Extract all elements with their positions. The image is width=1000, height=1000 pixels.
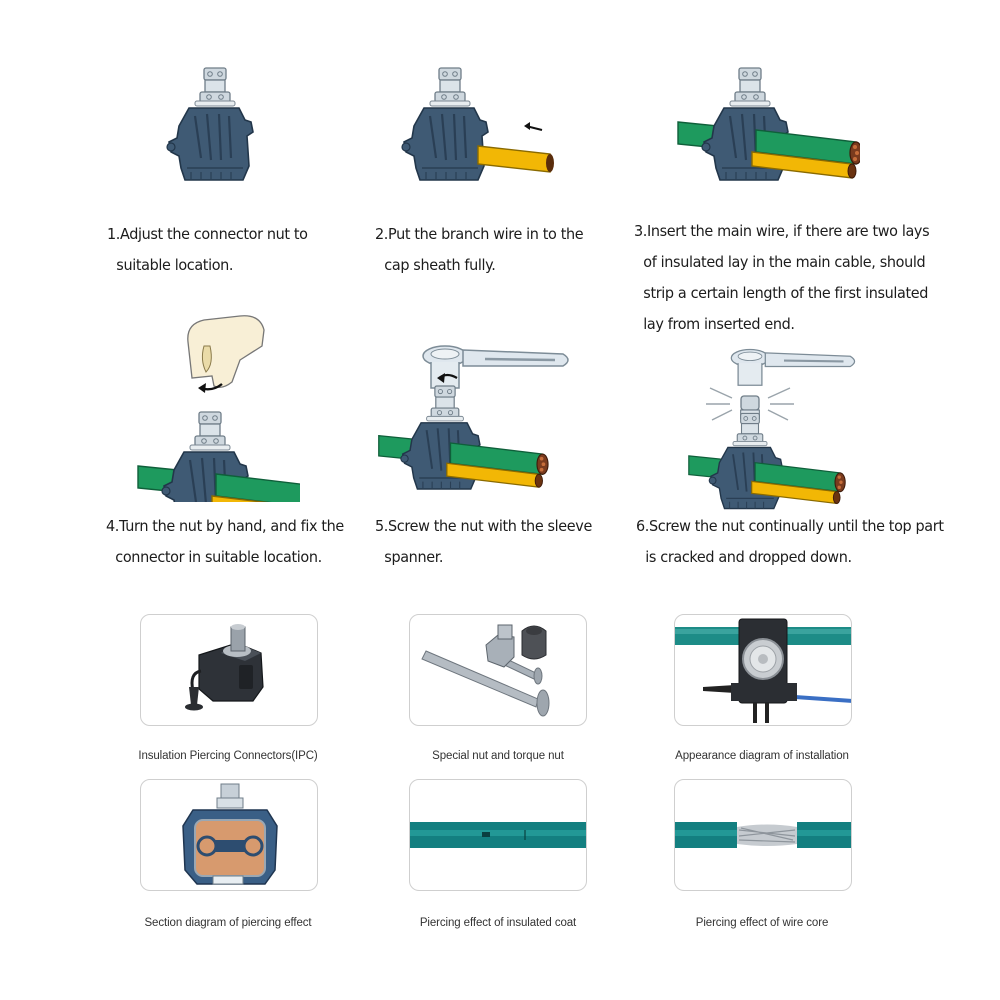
- ipc-photo-icon: [185, 624, 264, 711]
- nut-cracked-icon: [688, 348, 856, 510]
- step-5-text: 5.Screw the nut with the sleeve spanner.: [375, 511, 592, 573]
- step-2-line2: cap sheath fully.: [384, 256, 496, 274]
- torque-nut-photo-icon: [421, 624, 550, 717]
- step-2-text: 2.Put the branch wire in to the cap shea…: [375, 219, 584, 281]
- step-5-line1: 5.Screw the nut with the sleeve: [375, 517, 592, 535]
- section-diagram-icon: [182, 783, 278, 885]
- step-1-line1: 1.Adjust the connector nut to: [107, 225, 308, 243]
- insulated-coat-photo-icon: [410, 822, 586, 848]
- step-4-text: 4.Turn the nut by hand, and fix the conn…: [106, 511, 344, 573]
- sleeve-spanner-icon: [378, 344, 570, 491]
- gallery-caption-1: Insulation Piercing Connectors(IPC): [138, 750, 318, 762]
- step-4-line1: 4.Turn the nut by hand, and fix the: [106, 517, 344, 535]
- ipc-photo-card: [140, 614, 318, 726]
- installation-photo-card: [674, 614, 852, 726]
- step-6-line1: 6.Screw the nut continually until the to…: [636, 517, 944, 535]
- ipc-connector-icon: [165, 66, 255, 182]
- section-diagram-card: [140, 779, 318, 891]
- step-3-line4: lay from inserted end.: [643, 315, 795, 333]
- insulated-coat-photo-card: [409, 779, 587, 891]
- gallery-caption-6: Piercing effect of wire core: [695, 917, 829, 929]
- wire-core-photo-card: [674, 779, 852, 891]
- step-3-line1: 3.Insert the main wire, if there are two…: [634, 222, 930, 240]
- gallery-caption-3: Appearance diagram of installation: [675, 750, 849, 762]
- hand-turn-nut-icon: [137, 315, 300, 502]
- main-wire-insert-icon: [677, 66, 860, 182]
- gallery-caption-2: Special nut and torque nut: [432, 750, 564, 762]
- installation-photo-icon: [675, 618, 851, 723]
- gallery-caption-4: Section diagram of piercing effect: [144, 917, 312, 929]
- step-2-line1: 2.Put the branch wire in to the: [375, 225, 584, 243]
- step-3-line3: strip a certain length of the first insu…: [643, 284, 929, 302]
- wire-core-photo-icon: [675, 822, 851, 848]
- step-5-line2: spanner.: [384, 548, 444, 566]
- step-1-text: 1.Adjust the connector nut to suitable l…: [107, 219, 308, 281]
- step-6-line2: is cracked and dropped down.: [645, 548, 852, 566]
- branch-wire-insert-icon: [400, 66, 554, 182]
- step-3-line2: of insulated lay in the main cable, shou…: [643, 253, 926, 271]
- torque-nut-photo-card: [409, 614, 587, 726]
- step-1-line2: suitable location.: [116, 256, 234, 274]
- step-3-text: 3.Insert the main wire, if there are two…: [634, 216, 930, 340]
- step-4-line2: connector in suitable location.: [115, 548, 322, 566]
- step-6-text: 6.Screw the nut continually until the to…: [636, 511, 944, 573]
- gallery-caption-5: Piercing effect of insulated coat: [419, 917, 577, 929]
